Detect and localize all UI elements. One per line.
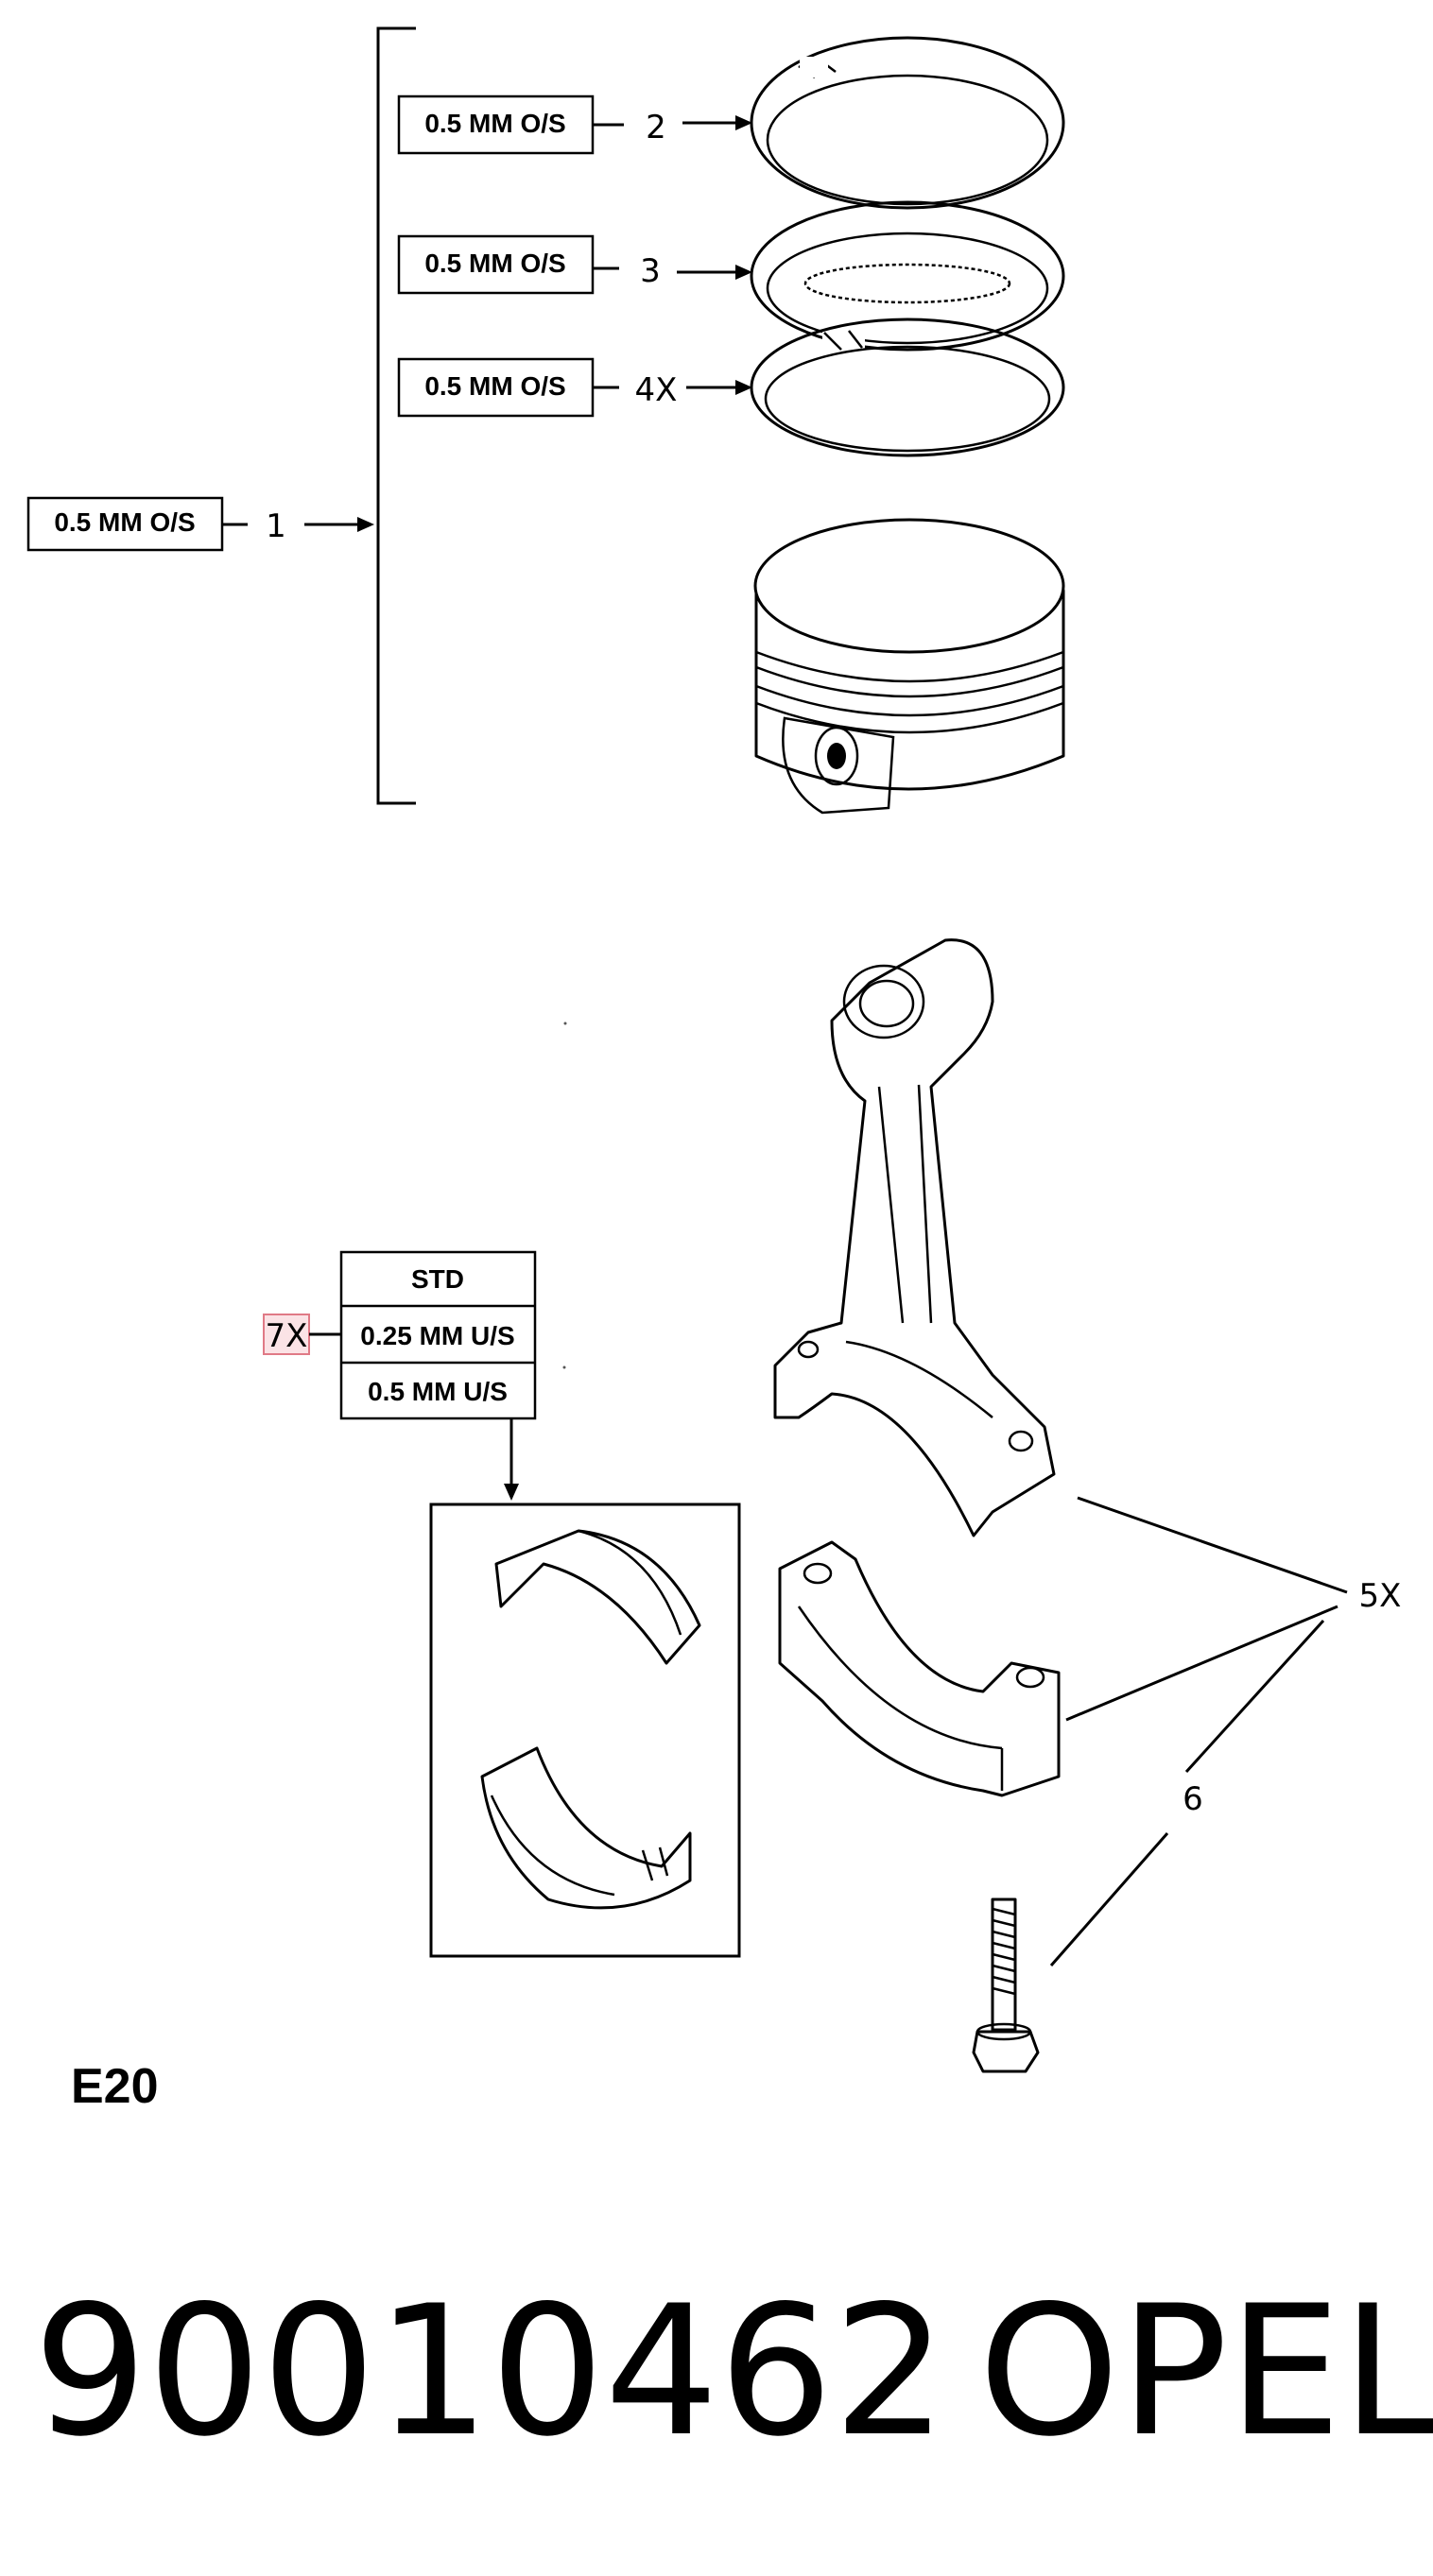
bearing-size-table: STD 0.25 MM U/S 0.5 MM U/S	[339, 1250, 537, 1420]
size-label-box-ring-second	[397, 234, 595, 295]
top-compression-ring-icon	[750, 36, 1065, 210]
speck	[563, 1022, 567, 1025]
size-label-ring-oil: 0.5 MM O/S	[424, 371, 565, 401]
callout-piston: 1	[266, 507, 286, 545]
callout-bearing: 7X	[266, 1317, 308, 1355]
engine-code: E20	[71, 2059, 159, 2114]
bearing-size-std: STD	[411, 1264, 464, 1294]
callout-rod: 5X	[1359, 1577, 1402, 1615]
piston-group: 0.5 MM O/S 1 0.5 MM O/S 2 0.5 MM O/S 3 0…	[26, 26, 1065, 815]
bearing-size-025: 0.25 MM U/S	[360, 1321, 514, 1350]
brand-name: OPEL	[978, 2267, 1433, 2476]
size-label-ring-second: 0.5 MM O/S	[424, 249, 565, 278]
callout-ring-oil: 4X	[635, 371, 678, 409]
callout-bearing-highlight	[263, 1314, 310, 1355]
bearing-shells-frame	[429, 1503, 741, 1958]
callout-ring-second: 3	[640, 252, 661, 290]
connecting-rod-icon	[773, 938, 1056, 1537]
size-label-piston: 0.5 MM O/S	[54, 507, 195, 537]
leader-rod-cap	[1065, 1605, 1338, 1722]
callout-ring-top: 2	[646, 109, 666, 146]
leader-bolt-lower	[1049, 1832, 1169, 1966]
piston-icon	[753, 518, 1065, 815]
rod-bolt-icon	[972, 1898, 1040, 2073]
second-ring-icon	[750, 200, 1065, 354]
bearing-shell-upper-icon	[494, 1529, 701, 1665]
callout-bolt: 6	[1183, 1780, 1203, 1818]
bearing-size-050: 0.5 MM U/S	[368, 1377, 508, 1406]
arrow-head	[357, 517, 374, 532]
connecting-rod-cap-icon	[778, 1540, 1061, 1797]
leader-bolt-upper	[1184, 1619, 1325, 1774]
speck	[562, 1365, 566, 1369]
bearing-shell-lower-icon	[480, 1746, 692, 1910]
piston-group-bracket	[376, 26, 416, 805]
leader-rod	[1077, 1496, 1348, 1594]
size-label-ring-top: 0.5 MM O/S	[424, 109, 565, 138]
oil-ring-icon	[750, 318, 1065, 457]
part-number: 90010462	[33, 2267, 947, 2476]
